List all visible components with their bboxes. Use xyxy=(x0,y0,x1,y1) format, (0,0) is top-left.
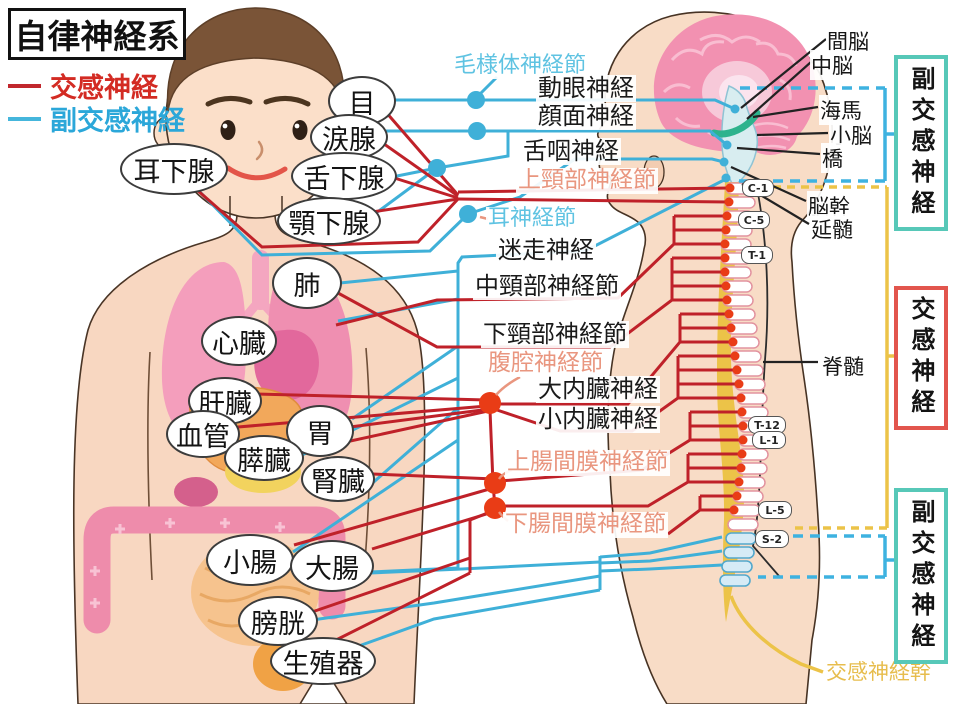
legend-parasympathetic-label: 副交感神経 xyxy=(50,106,185,137)
label-midbrain: 中脳 xyxy=(810,50,854,80)
label-lesser-splanchnic-nerve: 小内臓神経 xyxy=(536,405,660,433)
side-box-parasympathetic-cranial: 副交感神経 xyxy=(894,55,948,231)
label-facial-nerve: 顔面神経 xyxy=(536,102,636,130)
label-glossopharyngeal-nerve: 舌咽神経 xyxy=(521,137,621,165)
organ-bubble-pancreas: 膵臓 xyxy=(224,435,304,481)
label-ciliary-ganglion: 毛様体神経節 xyxy=(452,53,589,79)
organ-bubble-small-intestine: 小腸 xyxy=(206,534,294,586)
label-inferior-cervical-ganglion: 下頸部神経節 xyxy=(481,320,629,348)
sympathetic-line-swatch xyxy=(8,83,41,88)
trunk-dots xyxy=(720,183,748,515)
eyebrow-right xyxy=(263,96,311,107)
spine-badge-c5: C-5 xyxy=(738,211,770,229)
parasympathetic-line-swatch xyxy=(8,116,41,121)
legend-sympathetic: 交感神経 xyxy=(8,66,158,105)
bracket-parasympathetic-sacral xyxy=(758,534,894,579)
eye-left xyxy=(220,120,236,140)
legend-sympathetic-label: 交感神経 xyxy=(50,73,158,104)
facial-pathway-ganglion-dot xyxy=(468,122,486,140)
label-superior-cervical-ganglion: 上頸部神経節 xyxy=(516,167,658,194)
spine-badge-c1: C-1 xyxy=(742,179,774,197)
label-middle-cervical-ganglion: 中頸部神経節 xyxy=(473,272,621,300)
bracket-sympathetic xyxy=(745,185,894,530)
sacral-vertebrae xyxy=(719,532,757,587)
organ-bubble-parotid-gland: 耳下腺 xyxy=(120,143,228,195)
label-celiac-ganglion: 腹腔神経節 xyxy=(486,350,605,377)
side-box-parasympathetic-cranial-label: 副交感神経 xyxy=(907,65,935,221)
submandibular-ganglion-dot xyxy=(428,159,446,177)
label-oculomotor-nerve: 動眼神経 xyxy=(536,74,636,102)
label-sympathetic-trunk: 交感神経幹 xyxy=(826,660,931,684)
parasympathetic-ganglion-dots xyxy=(428,91,740,223)
organ-bubble-kidney: 腎臓 xyxy=(301,456,375,502)
organ-bubble-lung: 肺 xyxy=(272,257,342,309)
organ-bubble-blood-vessel: 血管 xyxy=(166,410,240,458)
organ-bubble-lacrimal-gland: 涙腺 xyxy=(310,114,388,160)
label-vagus-nerve: 迷走神経 xyxy=(496,236,596,264)
celiac-ganglion-dot xyxy=(479,392,501,414)
organ-bubble-heart: 心臓 xyxy=(201,316,277,366)
nose xyxy=(255,140,264,161)
label-greater-splanchnic-nerve: 大内臓神経 xyxy=(536,375,660,403)
label-spinal-cord: 脊髄 xyxy=(821,351,865,381)
label-otic-ganglion: 耳神経節 xyxy=(486,206,579,232)
side-box-sympathetic-label: 交感神経 xyxy=(907,296,935,420)
legend-parasympathetic: 副交感神経 xyxy=(8,99,185,138)
otic-ganglion-dot xyxy=(459,205,477,223)
spine-badge-t12: T-12 xyxy=(748,416,786,434)
organ-bubble-genitals: 生殖器 xyxy=(270,637,376,685)
eyebrow-left xyxy=(205,96,253,107)
ciliary-ganglion-dot xyxy=(467,91,485,109)
side-box-parasympathetic-sacral: 副交感神経 xyxy=(894,488,948,664)
side-box-sympathetic: 交感神経 xyxy=(894,286,948,430)
organ-bubble-sublingual-gland: 舌下腺 xyxy=(291,152,397,200)
spine-badge-s2: S-2 xyxy=(755,530,789,548)
label-medulla: 延髄 xyxy=(810,214,854,244)
label-superior-mesenteric-ganglion: 上腸間膜神経節 xyxy=(505,449,670,476)
spine-badge-l5: L-5 xyxy=(758,501,792,519)
spine-badge-t1: T-1 xyxy=(741,246,773,264)
organ-bubble-large-intestine: 大腸 xyxy=(290,540,374,592)
label-inferior-mesenteric-ganglion: 下腸間膜神経節 xyxy=(503,511,668,538)
organ-bubble-submandibular-gland: 顎下腺 xyxy=(277,197,381,245)
eye-right xyxy=(292,120,308,140)
page-title: 自律神経系 xyxy=(8,8,186,60)
label-pons: 橋 xyxy=(821,143,844,173)
spine-badge-l1: L-1 xyxy=(752,431,786,449)
sympathetic-trunk-pointer xyxy=(729,595,824,674)
mouth xyxy=(225,165,288,181)
side-box-parasympathetic-sacral-label: 副交感神経 xyxy=(907,498,935,654)
